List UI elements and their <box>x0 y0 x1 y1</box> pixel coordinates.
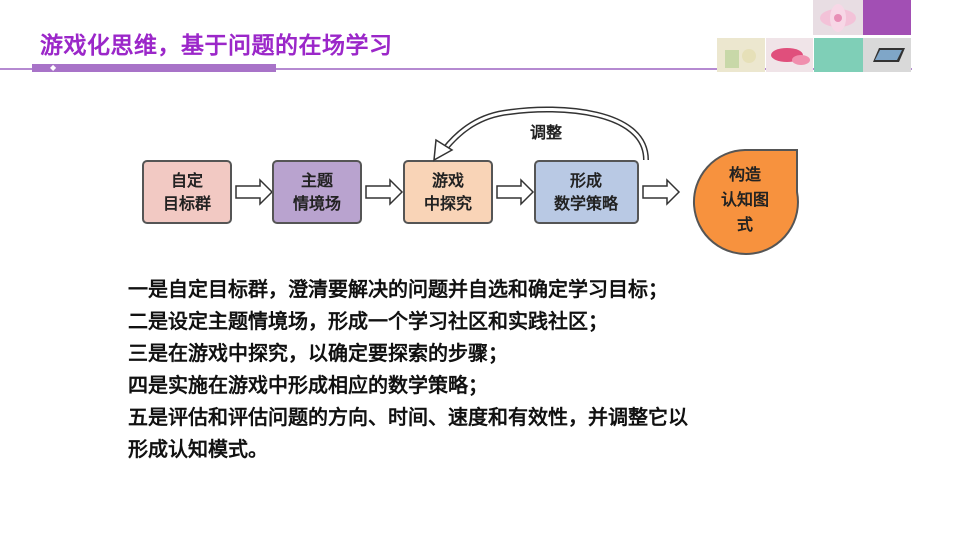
final-label-b: 认知图 <box>721 190 769 209</box>
flow-box-self-goal: 自定 目标群 <box>142 160 232 224</box>
flow-box-game-inquiry: 游戏 中探究 <box>403 160 493 224</box>
flow-arrow-3 <box>496 178 535 206</box>
decorative-photo-strip <box>717 0 911 72</box>
flow-box-theme-context: 主题 情境场 <box>272 160 362 224</box>
diamond-icon: ◆ <box>50 63 57 72</box>
header-divider <box>0 68 912 70</box>
flow-box-label-3a: 游戏 <box>432 171 464 190</box>
flow-box-math-strategy: 形成 数学策略 <box>534 160 639 224</box>
purple-tile <box>863 0 911 35</box>
flower-photo <box>813 0 863 35</box>
step-item: 四是实施在游戏中形成相应的数学策略； <box>128 373 488 397</box>
step-item: 一是自定目标群，澄清要解决的问题并自选和确定学习目标； <box>128 277 668 301</box>
flow-final-cognitive-schema: 构造 认知图 式 <box>693 149 799 255</box>
flow-box-label-4b: 数学策略 <box>554 194 619 213</box>
final-label-a: 构造 <box>729 165 762 184</box>
flow-box-label-3b: 中探究 <box>424 194 472 213</box>
step-item: 二是设定主题情境场，形成一个学习社区和实践社区； <box>128 309 608 333</box>
flow-box-label-2a: 主题 <box>301 171 334 190</box>
flow-arrow-4 <box>642 178 681 206</box>
step-item: 形成认知模式。 <box>128 437 268 461</box>
steps-list: 一是自定目标群，澄清要解决的问题并自选和确定学习目标； 二是设定主题情境场，形成… <box>128 273 848 465</box>
teal-tile <box>814 38 863 72</box>
flow-box-label-1b: 目标群 <box>163 194 211 213</box>
title-accent-bar <box>32 64 276 72</box>
slide-title: 游戏化思维，基于问题的在场学习 <box>40 33 393 59</box>
step-item: 三是在游戏中探究，以确定要探索的步骤； <box>128 341 508 365</box>
loop-label: 调整 <box>530 123 562 142</box>
flow-box-label-1a: 自定 <box>171 171 203 190</box>
laptop-photo <box>863 38 911 72</box>
feedback-loop-arrow: 调整 <box>433 106 649 162</box>
flow-box-label-2b: 情境场 <box>293 194 341 213</box>
flow-diagram: 自定 目标群 主题 情境场 游戏 中探究 形成 数学策略 构造 认知图 式 <box>142 106 799 255</box>
flow-arrow-2 <box>365 178 404 206</box>
spa-photo <box>717 38 765 72</box>
final-label-c: 式 <box>737 215 753 234</box>
flow-arrow-1 <box>235 178 274 206</box>
flow-box-label-4a: 形成 <box>570 171 602 190</box>
step-item: 五是评估和评估问题的方向、时间、速度和有效性，并调整它以 <box>128 405 688 429</box>
soap-photo <box>766 38 813 72</box>
